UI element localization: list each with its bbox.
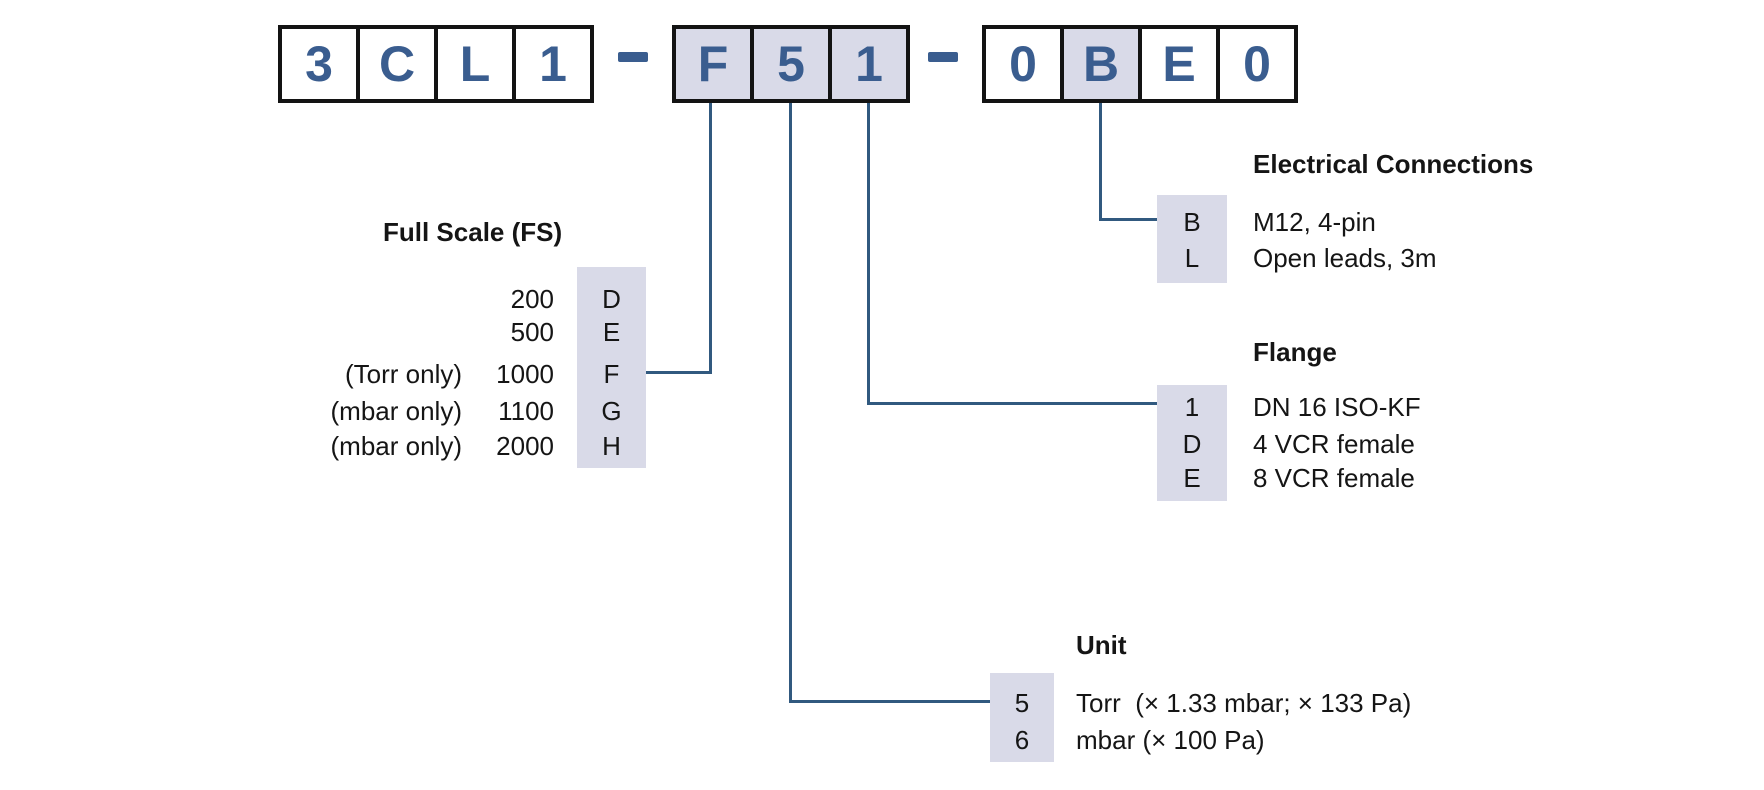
dash-separator-1 (618, 52, 648, 62)
code-cell-unit: 5 (750, 29, 828, 99)
connector-full-scale-vertical (709, 103, 712, 374)
dash-separator-2 (928, 52, 958, 62)
connector-electrical-horizontal (1099, 218, 1157, 221)
code-cell-model-1: 3 (282, 29, 356, 99)
full-scale-code: G (601, 396, 622, 426)
code-cell-fixed-1: 0 (986, 29, 1060, 99)
full-scale-row: (mbar only) 1100 G (292, 394, 646, 428)
full-scale-qualifier: (mbar only) (330, 396, 462, 426)
unit-label: Torr (× 1.33 mbar; × 133 Pa) (1076, 688, 1412, 718)
electrical-title: Electrical Connections (1253, 149, 1534, 179)
code-group-options-1: F 5 1 (672, 25, 910, 103)
flange-title: Flange (1253, 337, 1337, 367)
flange-row: D 4 VCR female (1157, 427, 1415, 461)
flange-code: 1 (1184, 392, 1200, 422)
electrical-label: Open leads, 3m (1253, 243, 1437, 273)
code-group-options-2: 0 B E 0 (982, 25, 1298, 103)
full-scale-title: Full Scale (FS) (383, 217, 563, 247)
flange-row: E 8 VCR female (1157, 461, 1415, 495)
unit-code: 5 (1014, 688, 1030, 718)
connector-electrical-vertical (1099, 103, 1102, 221)
electrical-code: B (1183, 207, 1201, 237)
electrical-code-column (1157, 195, 1227, 283)
unit-row: 6 mbar (× 100 Pa) (990, 723, 1265, 757)
full-scale-qualifier (292, 315, 462, 349)
code-group-model: 3 C L 1 (278, 25, 594, 103)
full-scale-qualifier: (Torr only) (344, 359, 462, 389)
full-scale-code-column (577, 267, 646, 468)
full-scale-code: E (602, 317, 621, 347)
connector-flange-horizontal (867, 402, 1157, 405)
flange-label: 8 VCR female (1253, 463, 1415, 493)
full-scale-value: 500 (510, 317, 554, 347)
unit-code-column (990, 673, 1054, 762)
code-cell-model-4: 1 (512, 29, 590, 99)
connector-flange-vertical (867, 103, 870, 405)
flange-row: 1 DN 16 ISO-KF (1157, 390, 1421, 424)
code-cell-model-2: C (356, 29, 434, 99)
full-scale-row: 500 E (292, 315, 646, 349)
connector-unit-vertical (789, 103, 792, 703)
full-scale-value: 1000 (496, 359, 554, 389)
code-cell-flange: 1 (828, 29, 906, 99)
flange-label: 4 VCR female (1253, 429, 1415, 459)
full-scale-value: 200 (510, 284, 554, 314)
full-scale-row: (Torr only) 1000 F (292, 357, 646, 391)
electrical-code: L (1184, 243, 1200, 273)
full-scale-qualifier: (mbar only) (330, 431, 462, 461)
code-cell-fixed-3: 0 (1216, 29, 1294, 99)
unit-title: Unit (1076, 630, 1127, 660)
connector-unit-horizontal (789, 700, 990, 703)
unit-row: 5 Torr (× 1.33 mbar; × 133 Pa) (990, 686, 1412, 720)
flange-code: D (1182, 429, 1202, 459)
flange-code: E (1183, 463, 1201, 493)
electrical-label: M12, 4-pin (1253, 207, 1376, 237)
unit-label: mbar (× 100 Pa) (1076, 725, 1265, 755)
full-scale-code: F (603, 359, 620, 389)
connector-full-scale-horizontal (646, 371, 712, 374)
full-scale-value: 1100 (498, 396, 554, 426)
full-scale-row: 200 D (292, 282, 646, 316)
full-scale-row: (mbar only) 2000 H (292, 429, 646, 463)
code-cell-model-3: L (434, 29, 512, 99)
electrical-row: L Open leads, 3m (1157, 241, 1437, 275)
full-scale-qualifier (292, 282, 462, 316)
full-scale-code: D (602, 284, 621, 314)
electrical-row: B M12, 4-pin (1157, 205, 1376, 239)
flange-label: DN 16 ISO-KF (1253, 392, 1421, 422)
full-scale-value: 2000 (496, 431, 554, 461)
code-cell-fixed-2: E (1138, 29, 1216, 99)
code-cell-electrical: B (1060, 29, 1138, 99)
flange-code-column (1157, 385, 1227, 501)
code-cell-full-scale: F (676, 29, 750, 99)
unit-code: 6 (1014, 725, 1030, 755)
full-scale-code: H (602, 431, 621, 461)
